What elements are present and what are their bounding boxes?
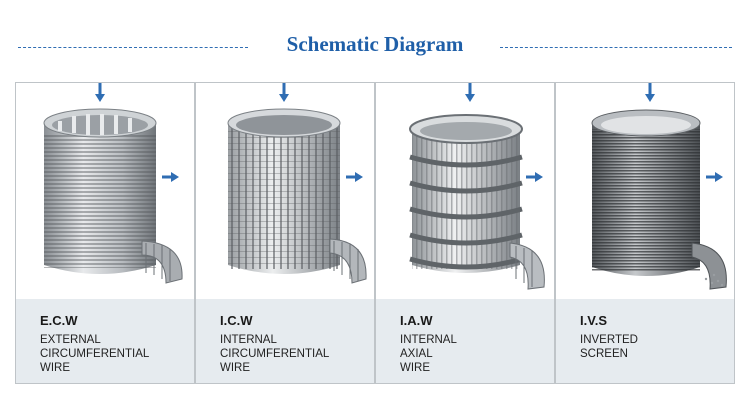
right-arrow-icon [526,172,543,182]
down-arrow-icon [645,83,655,102]
icw-screen-illustration [227,83,367,284]
type-code: I.V.S [580,313,607,328]
right-arrow-icon [346,172,363,182]
description-line: WIRE [40,362,71,374]
type-code: I.C.W [220,313,253,328]
description-line: CIRCUMFERENTIAL [220,348,330,360]
wire-cutaway-detail [141,240,183,284]
type-code: E.C.W [40,313,78,328]
right-arrow-icon [706,172,723,182]
panel-icw: I.C.W INTERNAL CIRCUMFERENTIAL WIRE [195,82,375,384]
header: Schematic Diagram [0,30,750,66]
down-arrow-icon [465,83,475,102]
dashed-rule-left [18,47,248,48]
panel-label: I.A.W INTERNAL AXIAL WIRE [376,299,554,383]
panel-label: I.V.S INVERTED SCREEN [556,299,734,383]
diagram-panels: E.C.W EXTERNAL CIRCUMFERENTIAL WIRE [15,82,735,384]
iaw-screen-illustration [409,83,545,290]
type-description: EXTERNAL CIRCUMFERENTIAL WIRE [40,333,149,375]
type-description: INVERTED SCREEN [580,333,638,361]
panel-iaw: I.A.W INTERNAL AXIAL WIRE [375,82,555,384]
down-arrow-icon [95,83,105,102]
ivs-screen-illustration [591,83,727,290]
description-line: CIRCUMFERENTIAL [40,348,150,360]
description-line: INVERTED [580,334,638,346]
description-line: WIRE [220,362,251,374]
description-line: INTERNAL [400,334,457,346]
wire-cutaway-detail [509,242,545,290]
type-code: I.A.W [400,313,433,328]
right-arrow-icon [162,172,179,182]
description-line: INTERNAL [220,334,277,346]
panel-label: E.C.W EXTERNAL CIRCUMFERENTIAL WIRE [16,299,194,383]
panel-ecw: E.C.W EXTERNAL CIRCUMFERENTIAL WIRE [15,82,195,384]
panel-ivs: I.V.S INVERTED SCREEN [555,82,735,384]
description-line: SCREEN [580,348,628,360]
ecw-screen-illustration [43,83,183,284]
description-line: WIRE [400,362,431,374]
type-description: INTERNAL CIRCUMFERENTIAL WIRE [220,333,329,375]
description-line: AXIAL [400,348,433,360]
type-description: INTERNAL AXIAL WIRE [400,333,457,375]
description-line: EXTERNAL [40,334,101,346]
dashed-rule-right [500,47,732,48]
page-title: Schematic Diagram [286,32,464,56]
wire-cutaway-detail [329,238,367,284]
panel-label: I.C.W INTERNAL CIRCUMFERENTIAL WIRE [196,299,374,383]
wire-cutaway-detail [691,242,727,290]
down-arrow-icon [279,83,289,102]
